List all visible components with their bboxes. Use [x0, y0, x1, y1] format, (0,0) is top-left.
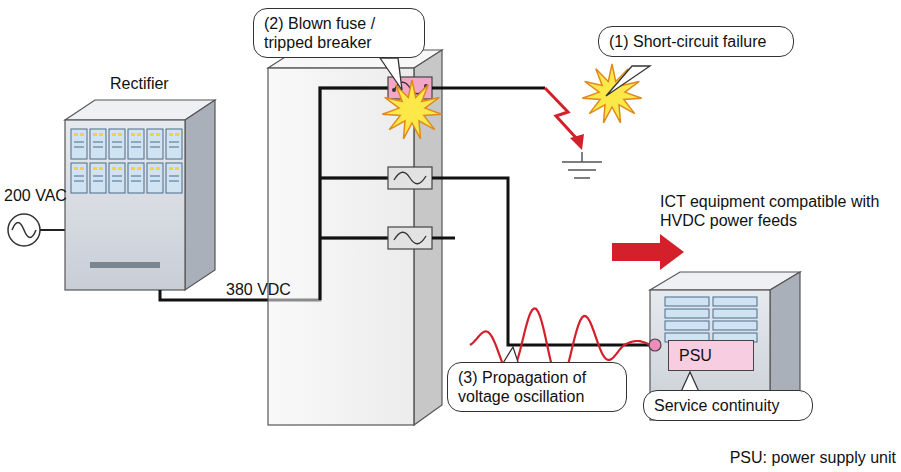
- node-text: (3) Propagation of voltage oscillation: [458, 368, 616, 406]
- voltage-label: 380 VDC: [226, 280, 316, 299]
- voltage-label: 200 VAC: [4, 186, 94, 205]
- explosion: [382, 80, 441, 139]
- callout-bubble: (1) Short-circuit failure: [598, 26, 794, 57]
- note: PSU: power supply unit: [700, 448, 896, 467]
- distribution-panel: [268, 50, 442, 425]
- ac-source: [8, 214, 40, 246]
- part-name: ICT equipment compatible with HVDC power…: [660, 192, 896, 230]
- rectifier: [65, 100, 215, 290]
- callout-bubble: Service continuity: [643, 390, 813, 421]
- node-text: Service continuity: [654, 396, 802, 415]
- psu-terminal: [649, 339, 661, 351]
- ground-symbol: [562, 152, 602, 178]
- part-name: Rectifier: [110, 74, 230, 93]
- node-text: (1) Short-circuit failure: [609, 32, 783, 51]
- psu-box: PSU: [668, 340, 754, 371]
- node-text: (2) Blown fuse / tripped breaker: [264, 14, 414, 52]
- fuse: [388, 167, 432, 189]
- callout-bubble: (2) Blown fuse / tripped breaker: [253, 8, 425, 58]
- callout-bubble: (3) Propagation of voltage oscillation: [447, 362, 627, 412]
- fuse: [388, 227, 432, 249]
- node-text: PSU: [679, 346, 743, 365]
- arrow-symbol: [612, 234, 684, 270]
